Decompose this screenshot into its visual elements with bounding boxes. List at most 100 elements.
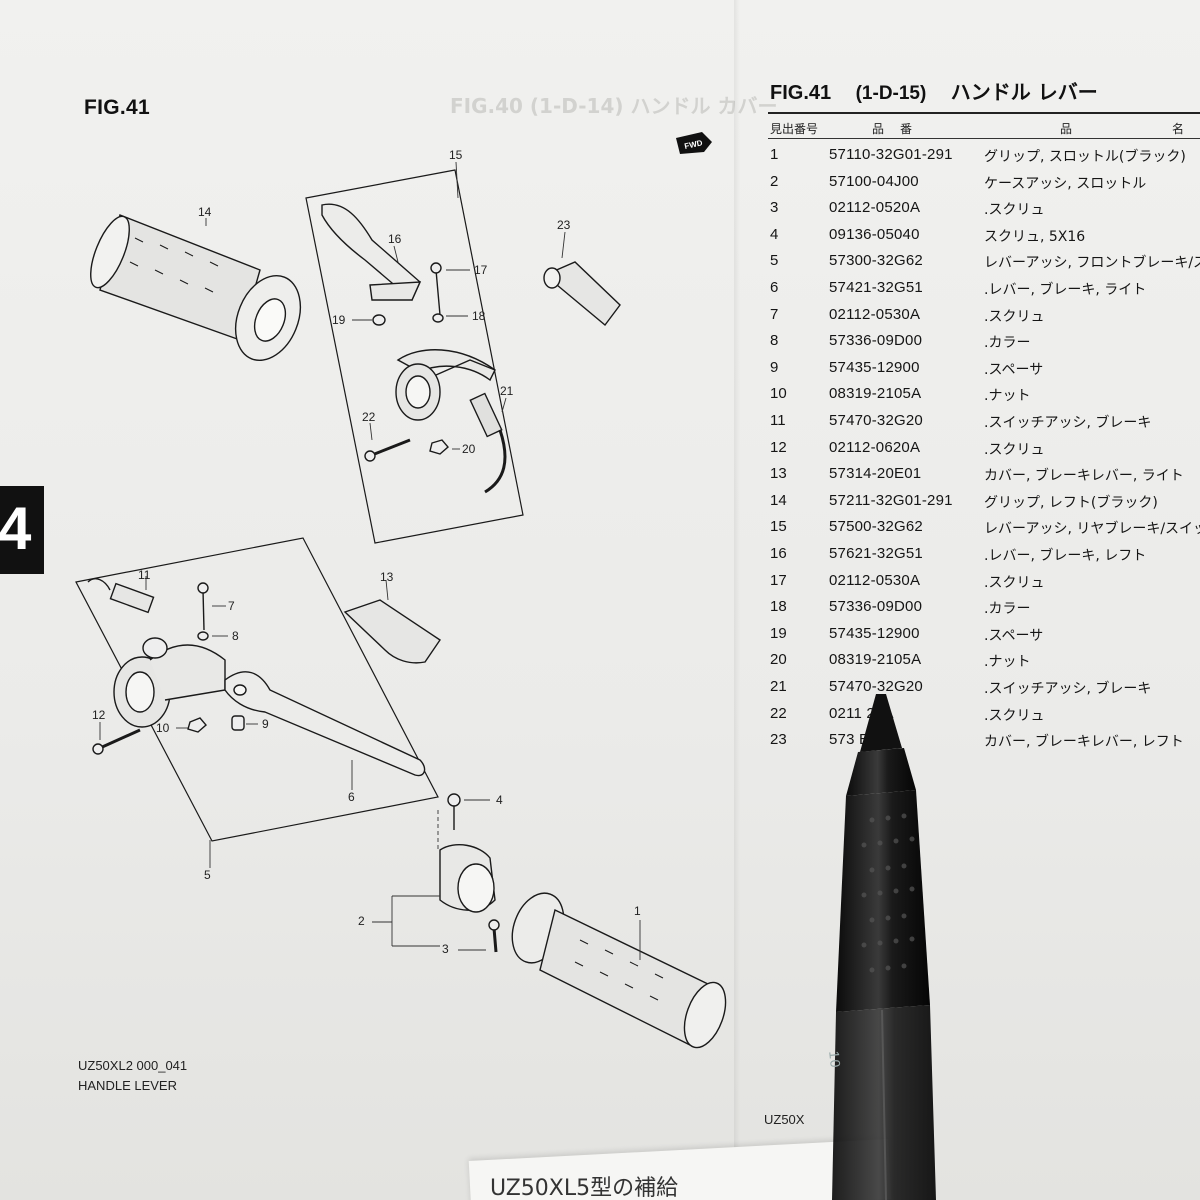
spacer-9	[231, 715, 245, 731]
callout-17: 17	[474, 263, 488, 277]
collar-18	[432, 313, 444, 323]
bleed-through-title: FIG.40 (1-D-14) ハンドル カバー	[450, 94, 778, 118]
callout-13: 13	[380, 570, 394, 584]
fig-label-left: FIG.41	[84, 96, 150, 119]
column-rule	[768, 138, 1200, 139]
section-tab: 4	[0, 486, 44, 574]
column-header-name: 品	[1060, 122, 1073, 136]
part-name: .レバー, ブレーキ, ライト	[984, 282, 1147, 298]
part-ref: 15	[770, 518, 787, 536]
part-number: 57336-09D00	[829, 332, 923, 350]
part-name: .スペーサ	[984, 627, 1044, 644]
diagram-caption: HANDLE LEVER	[78, 1078, 177, 1093]
callout-21: 21	[500, 384, 514, 398]
spacer-19	[372, 314, 386, 326]
lever-right-6	[224, 671, 426, 777]
assembly-box-15	[305, 169, 524, 544]
part-ref: 12	[770, 438, 787, 456]
part-name: .スクリュ	[984, 707, 1045, 724]
part-number: 57500-32G62	[829, 518, 923, 536]
clamp-upper	[395, 349, 496, 421]
fig-code: (1-D-15)	[855, 83, 927, 104]
part-number: 08319-2105A	[829, 651, 922, 669]
part-name: ケースアッシ, スロットル	[984, 175, 1147, 192]
part-name: .スイッチアッシ, ブレーキ	[984, 681, 1152, 697]
assembly-box-5	[75, 537, 439, 842]
part-name: .スペーサ	[984, 361, 1044, 378]
part-ref: 3	[770, 199, 779, 217]
part-number: 02112-0520A	[829, 199, 921, 217]
collar-8	[197, 631, 209, 641]
callout-1: 1	[634, 904, 641, 918]
callout-10: 10	[156, 721, 170, 735]
part-ref: 18	[770, 598, 787, 616]
callout-2: 2	[358, 914, 365, 928]
screw-12	[92, 728, 141, 755]
callout-9: 9	[262, 717, 269, 731]
part-ref: 9	[770, 358, 779, 376]
pen-grip-dots	[861, 813, 915, 973]
screw-17	[430, 262, 442, 316]
part-name: .カラー	[984, 601, 1031, 618]
part-name: グリップ, スロットル(ブラック)	[984, 149, 1186, 165]
column-header-ref: 見出番号	[770, 122, 819, 136]
screw-22	[364, 438, 411, 462]
lever-left-16	[321, 203, 422, 302]
part-ref: 14	[770, 491, 787, 509]
part-number: 57336-09D00	[829, 598, 923, 616]
brake-switch-21	[469, 392, 507, 494]
part-name: .カラー	[984, 335, 1031, 352]
part-name: レバーアッシ, リヤブレーキ/スイッ	[984, 521, 1200, 538]
next-page-caption: UZ50XL5型の補給	[490, 1176, 679, 1200]
part-ref: 11	[770, 412, 786, 429]
screw-4	[447, 793, 461, 830]
part-number: 57300-32G62	[829, 252, 923, 270]
part-ref: 21	[770, 678, 787, 695]
part-number: 02112-0620A	[829, 438, 921, 456]
part-name: .スクリュ	[984, 441, 1045, 458]
part-ref: 23	[770, 731, 787, 749]
part-name: レバーアッシ, フロントブレーキ/ス	[984, 255, 1200, 272]
part-ref: 20	[770, 651, 787, 669]
part-number: 57211-32G01-291	[829, 491, 953, 509]
pen-barrel-text: 10	[826, 1050, 844, 1070]
header-rule	[768, 112, 1200, 114]
part-ref: 19	[770, 624, 787, 642]
callout-14: 14	[198, 205, 212, 219]
exploded-diagram	[75, 161, 727, 1049]
callout-23: 23	[557, 218, 571, 232]
callout-20: 20	[462, 442, 476, 456]
svg-text:FWD: FWD	[684, 138, 704, 151]
part-number: 09136-05040	[829, 225, 920, 243]
part-number: 57421-32G51	[829, 279, 923, 296]
part-number: 08319-2105A	[829, 385, 922, 403]
throttle-case-2	[439, 844, 496, 913]
part-number: 02112-0530A	[829, 571, 921, 589]
part-number: 57435-12900	[829, 624, 920, 642]
lever-cover-23	[543, 261, 621, 327]
pen-cone	[846, 748, 916, 796]
fwd-arrow-icon: FWD	[676, 132, 712, 154]
part-name: カバー, ブレーキレバー, レフト	[984, 734, 1184, 751]
part-ref: 7	[770, 305, 779, 323]
callout-8: 8	[232, 629, 239, 643]
pen-grip	[836, 790, 930, 1012]
part-ref: 10	[770, 385, 787, 403]
part-number: 57110-32G01-291	[829, 146, 953, 163]
clamp-lower	[113, 637, 226, 728]
screw-7	[197, 582, 209, 631]
part-number: 57100-04J00	[829, 172, 919, 190]
callout-16: 16	[388, 232, 402, 246]
callout-6: 6	[348, 790, 355, 804]
part-number: 02112-0530A	[829, 305, 921, 323]
grip-throttle-1	[511, 892, 727, 1049]
part-number: 57470-32G20	[829, 678, 923, 695]
callout-7: 7	[228, 599, 235, 613]
part-name: .スイッチアッシ, ブレーキ	[984, 415, 1152, 431]
pen-tip	[860, 694, 902, 752]
parts-list-header: FIG.41 (1-D-15) ハンドル レバー	[770, 76, 1098, 105]
callout-5: 5	[204, 868, 211, 882]
brake-switch-11	[87, 578, 155, 614]
